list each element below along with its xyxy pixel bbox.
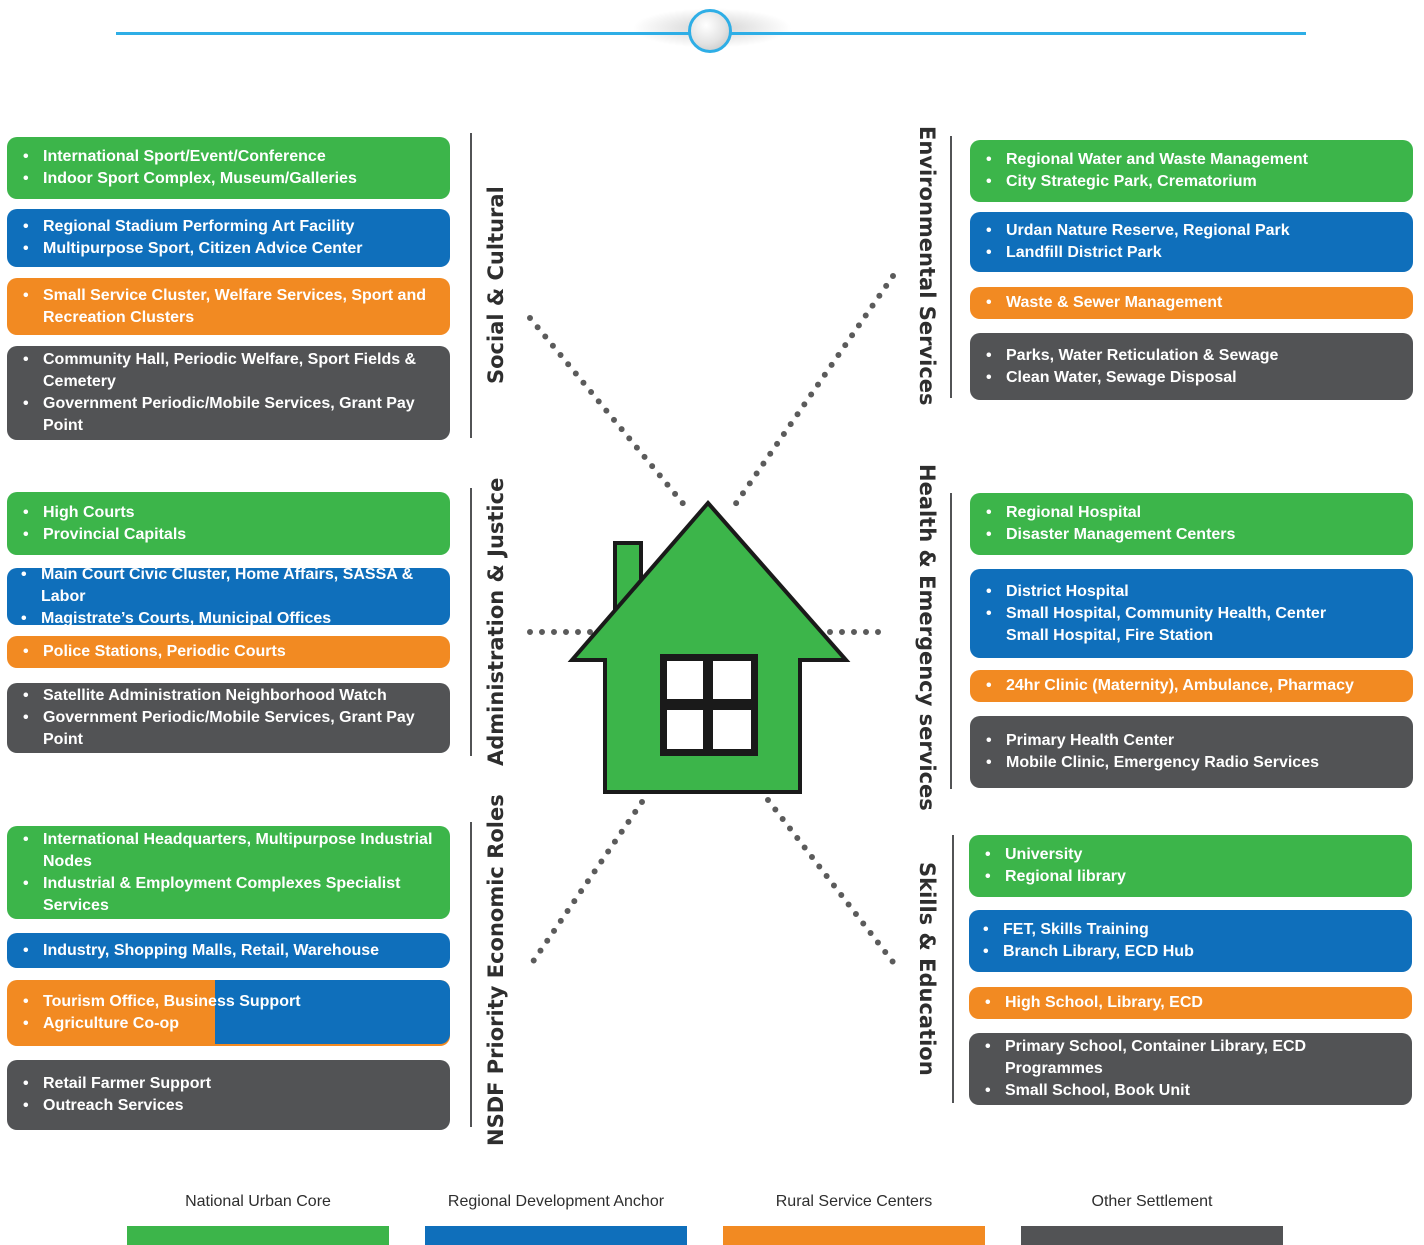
top-circle-icon [688, 9, 732, 53]
list-item: Government Periodic/Mobile Services, Gra… [23, 393, 440, 437]
list-item: Small Hospital, Fire Station [986, 625, 1403, 647]
list-item: Outreach Services [23, 1095, 440, 1117]
list-item: Provincial Capitals [23, 524, 440, 546]
economic-divider [470, 822, 472, 1127]
category-label-skills: Skills & Education [915, 862, 939, 1076]
admin-blue-box: Main Court Civic Cluster, Home Affairs, … [7, 564, 450, 630]
category-label-health: Health & Emergency services [915, 464, 939, 811]
economic-blue-box: Industry, Shopping Malls, Retail, Wareho… [7, 933, 450, 968]
list-item: Parks, Water Reticulation & Sewage [986, 345, 1403, 367]
list-item: Mobile Clinic, Emergency Radio Services [986, 752, 1403, 774]
list-item: Indoor Sport Complex, Museum/Galleries [23, 168, 440, 190]
list-item: University [985, 844, 1402, 866]
list-item: Small School, Book Unit [985, 1080, 1402, 1102]
list-item: High Courts [23, 502, 440, 524]
list-item: Waste & Sewer Management [986, 292, 1403, 314]
social-green-box: International Sport/Event/ConferenceIndo… [7, 137, 450, 199]
list-item: Retail Farmer Support [23, 1073, 440, 1095]
environmental-gray-box: Parks, Water Reticulation & SewageClean … [970, 333, 1413, 400]
legend-swatch-rural-service [723, 1226, 985, 1245]
list-item: Government Periodic/Mobile Services, Gra… [23, 707, 440, 751]
list-item: Tourism Office, Business Support [23, 991, 440, 1013]
list-item: Satellite Administration Neighborhood Wa… [23, 685, 440, 707]
list-item: International Sport/Event/Conference [23, 146, 440, 168]
social-blue-box: Regional Stadium Performing Art Facility… [7, 209, 450, 267]
economic-orange-box: Tourism Office, Business SupportAgricult… [7, 980, 450, 1046]
list-item: Regional Stadium Performing Art Facility [23, 216, 440, 238]
list-item: City Strategic Park, Crematorium [986, 171, 1403, 193]
legend-swatch-other-settlement [1021, 1226, 1283, 1245]
list-item-continued: Small Hospital, Fire Station [1006, 626, 1214, 644]
list-item: Disaster Management Centers [986, 524, 1403, 546]
list-item: Small Service Cluster, Welfare Services,… [23, 285, 440, 329]
economic-gray-box: Retail Farmer SupportOutreach Services [7, 1060, 450, 1130]
list-item: Branch Library, ECD Hub [983, 941, 1402, 963]
legend-label-regional-anchor: Regional Development Anchor [447, 1193, 665, 1210]
social-orange-box: Small Service Cluster, Welfare Services,… [7, 278, 450, 335]
connector-environmental [727, 273, 896, 515]
list-item: Clean Water, Sewage Disposal [986, 367, 1403, 389]
list-item: Magistrate’s Courts, Municipal Offices [21, 608, 440, 630]
category-label-social: Social & Cultural [484, 186, 508, 385]
environmental-orange-box: Waste & Sewer Management [970, 287, 1413, 319]
list-item: International Headquarters, Multipurpose… [23, 829, 440, 873]
connector-skills [765, 797, 899, 969]
list-item: Industry, Shopping Malls, Retail, Wareho… [23, 940, 440, 962]
list-item: High School, Library, ECD [985, 992, 1402, 1014]
environmental-divider [950, 136, 952, 398]
list-item: District Hospital [986, 581, 1403, 603]
list-item: Primary School, Container Library, ECD P… [985, 1036, 1402, 1080]
legend-label-urban-core: National Urban Core [185, 1193, 331, 1210]
economic-green-box: International Headquarters, Multipurpose… [7, 826, 450, 919]
health-green-box: Regional HospitalDisaster Management Cen… [970, 493, 1413, 555]
list-item: 24hr Clinic (Maternity), Ambulance, Phar… [986, 675, 1403, 697]
list-item: Community Hall, Periodic Welfare, Sport … [23, 349, 440, 393]
connector-economic [527, 799, 645, 969]
list-item: Industrial & Employment Complexes Specia… [23, 873, 440, 917]
category-label-admin: Administration & Justice [484, 477, 508, 767]
admin-orange-box: Police Stations, Periodic Courts [7, 636, 450, 668]
list-item: Multipurpose Sport, Citizen Advice Cente… [23, 238, 440, 260]
list-item: Agriculture Co-op [23, 1013, 440, 1035]
admin-divider [470, 488, 472, 756]
skills-divider [952, 835, 954, 1103]
list-item: Urdan Nature Reserve, Regional Park [986, 220, 1403, 242]
list-item: Regional Hospital [986, 502, 1403, 524]
legend-label-rural-service: Rural Service Centers [775, 1193, 933, 1210]
category-label-economic: NSDF Priority Economic Roles [484, 794, 508, 1146]
legend-swatch-urban-core [127, 1226, 389, 1245]
category-label-environmental: Environmental Services [915, 125, 939, 406]
legend-swatch-regional-anchor [425, 1226, 687, 1245]
admin-green-box: High CourtsProvincial Capitals [7, 492, 450, 555]
list-item: Primary Health Center [986, 730, 1403, 752]
social-gray-box: Community Hall, Periodic Welfare, Sport … [7, 346, 450, 440]
environmental-blue-box: Urdan Nature Reserve, Regional ParkLandf… [970, 212, 1413, 272]
skills-orange-box: High School, Library, ECD [969, 987, 1412, 1019]
social-divider [470, 133, 472, 438]
connector-social [527, 315, 693, 515]
skills-green-box: UniversityRegional library [969, 835, 1412, 897]
health-gray-box: Primary Health CenterMobile Clinic, Emer… [970, 716, 1413, 788]
admin-gray-box: Satellite Administration Neighborhood Wa… [7, 683, 450, 753]
house-icon [567, 499, 851, 794]
list-item: Regional Water and Waste Management [986, 149, 1403, 171]
health-divider [950, 493, 952, 789]
skills-gray-box: Primary School, Container Library, ECD P… [969, 1033, 1412, 1105]
list-item: FET, Skills Training [983, 919, 1402, 941]
legend-label-other-settlement: Other Settlement [1091, 1193, 1213, 1210]
health-blue-box: District HospitalSmall Hospital, Communi… [970, 569, 1413, 658]
list-item: Regional library [985, 866, 1402, 888]
list-item: Landfill District Park [986, 242, 1403, 264]
list-item: Main Court Civic Cluster, Home Affairs, … [21, 564, 440, 608]
list-item: Police Stations, Periodic Courts [23, 641, 440, 663]
list-item: Small Hospital, Community Health, Center [986, 603, 1403, 625]
skills-blue-box: FET, Skills TrainingBranch Library, ECD … [969, 910, 1412, 972]
health-orange-box: 24hr Clinic (Maternity), Ambulance, Phar… [970, 670, 1413, 702]
environmental-green-box: Regional Water and Waste ManagementCity … [970, 140, 1413, 202]
